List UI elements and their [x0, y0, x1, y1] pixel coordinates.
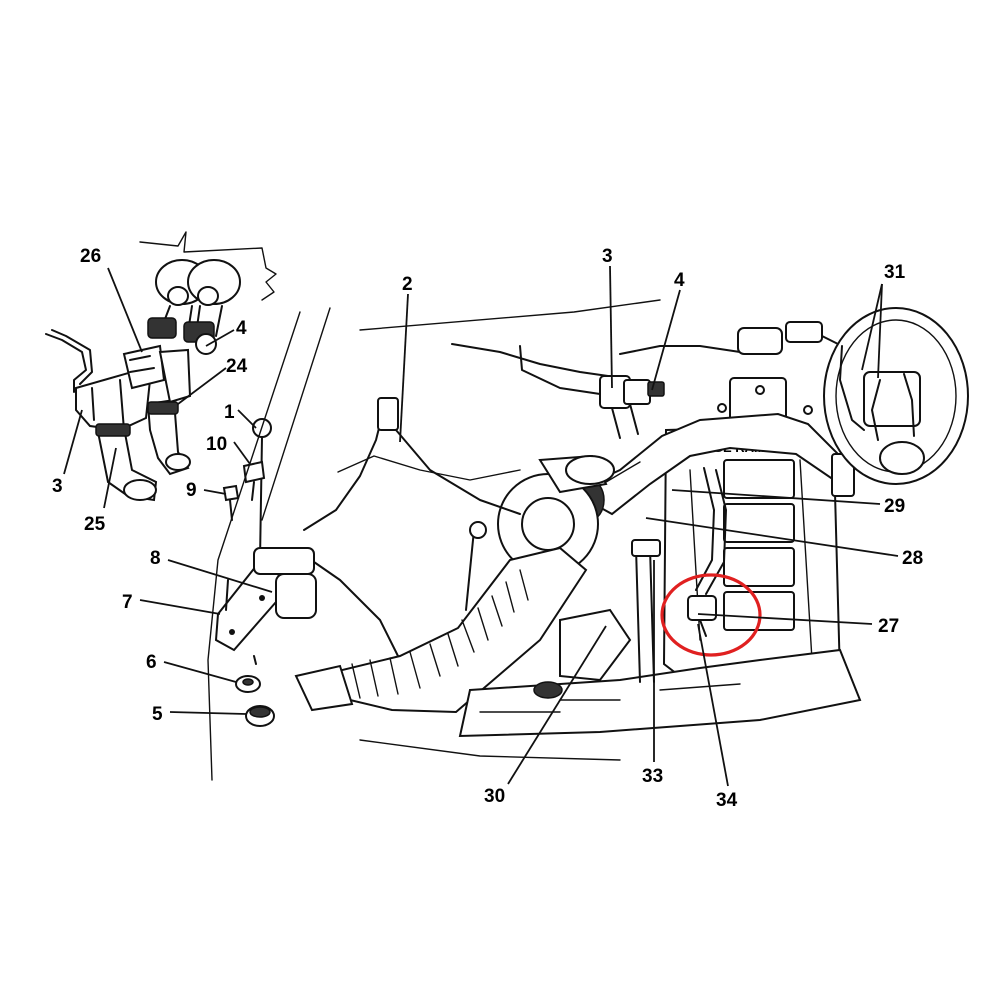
callout-26: 26 [80, 246, 101, 267]
callout-2: 2 [402, 274, 413, 295]
callout-27: 27 [878, 616, 899, 637]
vacuum-line-engine [303, 397, 521, 611]
callout-7: 7 [122, 592, 133, 613]
callout-4-top: 4 [674, 270, 685, 291]
callout-labels: 26 4 24 3 25 1 10 9 8 7 6 5 2 3 4 31 29 … [52, 246, 923, 811]
callout-3-left: 3 [52, 476, 63, 497]
callout-31: 31 [884, 262, 906, 283]
callout-34: 34 [716, 790, 738, 811]
highlight-circle [660, 573, 762, 657]
callout-1: 1 [224, 402, 235, 423]
vacuum-actuator [823, 307, 969, 485]
inset-break-lines [139, 231, 277, 301]
callout-30: 30 [484, 786, 505, 807]
turbocharger [497, 454, 615, 575]
grommets [235, 655, 275, 727]
callout-3-top: 3 [602, 246, 613, 267]
callout-9: 9 [186, 480, 197, 501]
bolts-and-screws [222, 418, 272, 561]
callout-28: 28 [902, 548, 923, 569]
fender-lines [207, 299, 661, 781]
vacuum-lines-top [451, 321, 843, 395]
callout-8: 8 [150, 548, 161, 569]
callout-33: 33 [642, 766, 663, 787]
callout-6: 6 [146, 652, 157, 673]
callout-5: 5 [152, 704, 163, 725]
flex-intake-hose [294, 546, 588, 714]
vacuum-reservoir-bracket [253, 547, 401, 661]
leader-lines [63, 265, 899, 787]
vacuum-solenoid [599, 375, 665, 439]
heater-hoses-inset [95, 348, 192, 502]
callout-25: 25 [84, 514, 106, 535]
hose-clamps-inset [147, 317, 217, 355]
callout-24: 24 [226, 356, 248, 377]
callout-29: 29 [884, 496, 905, 517]
vacuum-line-inset [45, 329, 93, 393]
lower-engine [458, 608, 862, 738]
dipstick-tube [631, 539, 661, 683]
callout-10: 10 [206, 434, 227, 455]
callout-4-left: 4 [236, 318, 247, 339]
heater-valve-inset [75, 344, 166, 432]
